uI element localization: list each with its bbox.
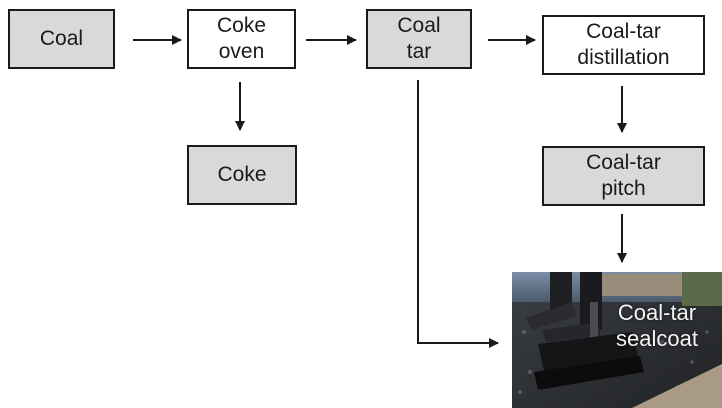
node-pitch-label: Coal-tar pitch (586, 151, 661, 200)
sealcoat-photo: Coal-tar sealcoat (512, 272, 722, 408)
arrow-tar-to-sealcoat (417, 80, 499, 348)
node-coal: Coal (8, 9, 115, 69)
sealcoat-label: Coal-tar sealcoat (616, 300, 698, 351)
node-coal-label: Coal (39, 27, 84, 50)
node-coke-oven: Coke oven (187, 9, 296, 69)
node-pitch: Coal-tar pitch (542, 146, 705, 206)
node-coke: Coke (187, 145, 297, 205)
node-distillation-label: Coal-tar distillation (577, 20, 670, 69)
node-coke-label: Coke (217, 163, 267, 186)
sealcoat-brush-photo-icon (512, 272, 722, 408)
node-coal-tar-label: Coal tar (397, 14, 441, 63)
node-coke-oven-label: Coke oven (216, 14, 267, 63)
node-coal-tar: Coal tar (366, 9, 472, 69)
node-distillation: Coal-tar distillation (542, 15, 705, 75)
